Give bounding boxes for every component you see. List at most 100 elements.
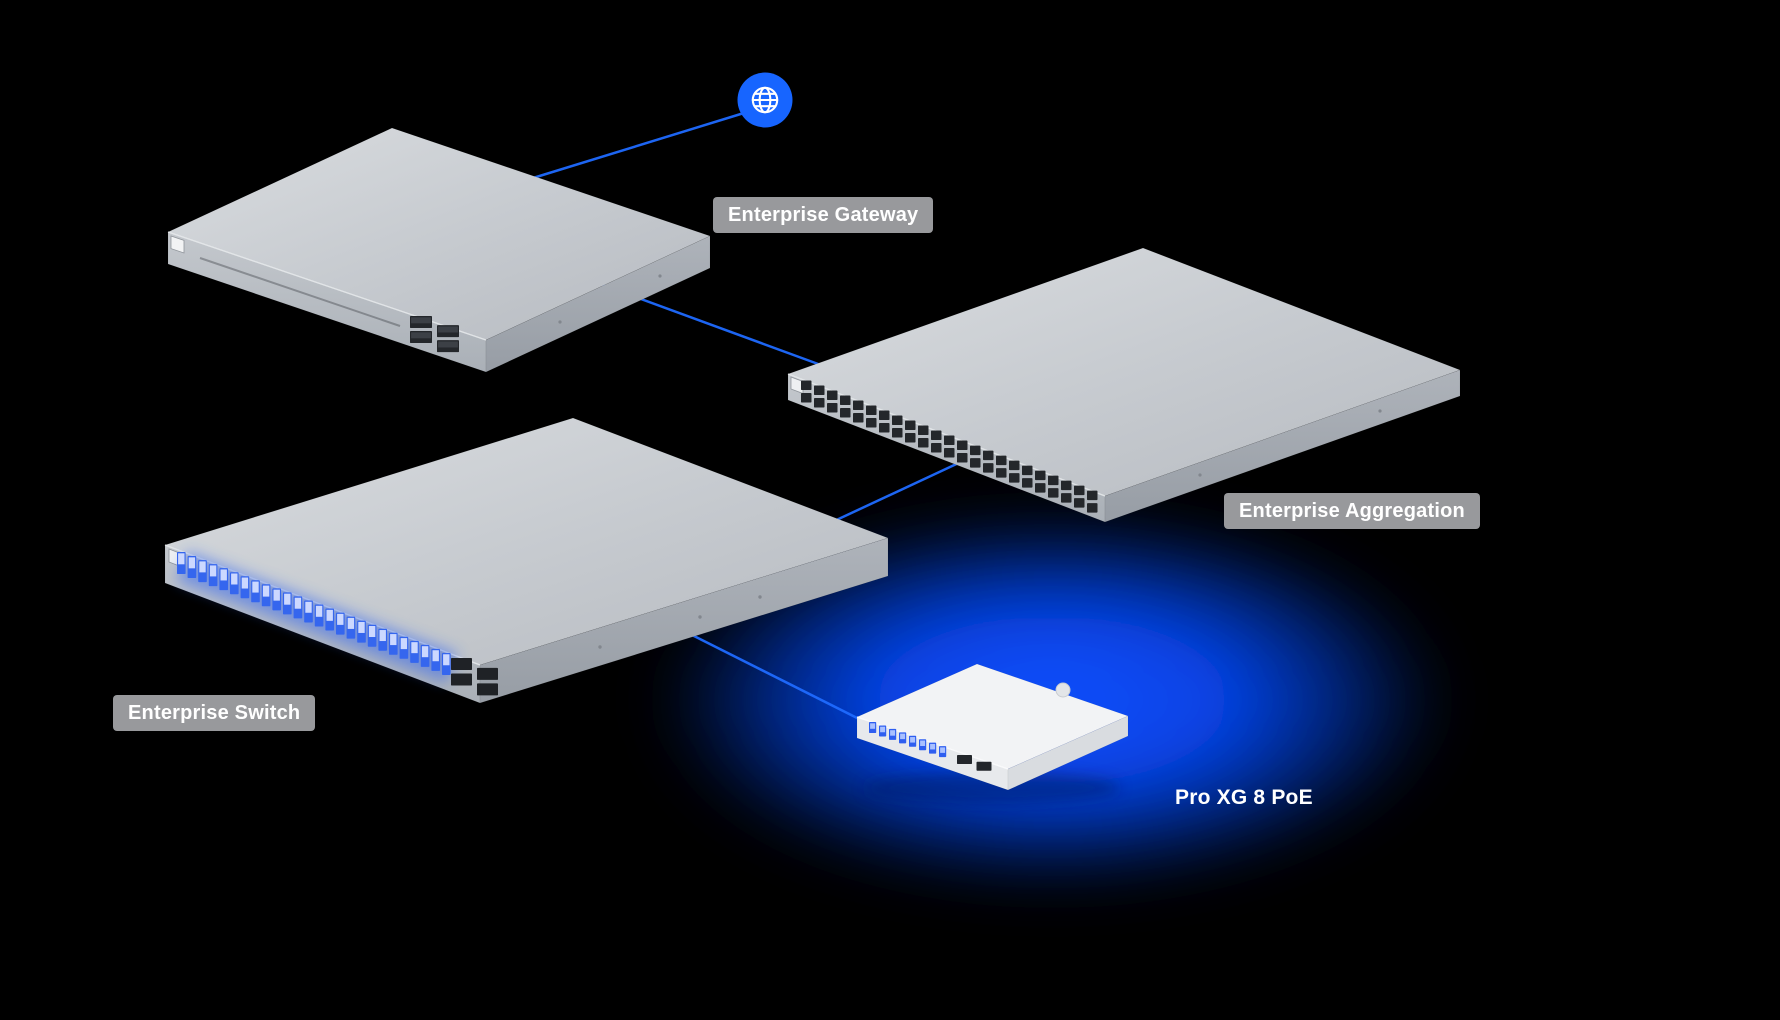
port-light — [432, 650, 439, 662]
port — [801, 380, 812, 390]
port-light — [231, 573, 238, 585]
port — [983, 463, 994, 473]
port — [1074, 498, 1085, 508]
port-light — [390, 634, 397, 646]
port-light — [411, 332, 431, 339]
port — [957, 440, 968, 451]
port — [983, 450, 994, 461]
port — [853, 413, 864, 423]
port-light — [252, 581, 259, 593]
port-light — [337, 613, 344, 625]
enterprise-switch-device — [164, 417, 889, 704]
port-light — [890, 730, 896, 736]
port-light — [241, 577, 249, 589]
poe-port-row — [869, 722, 947, 758]
port-light — [368, 625, 376, 637]
port — [814, 385, 825, 396]
port — [1048, 475, 1059, 486]
pro-xg-8-poe-device — [856, 663, 1129, 804]
port — [996, 468, 1007, 478]
port — [892, 428, 903, 438]
port — [866, 405, 877, 416]
port — [451, 658, 472, 670]
port — [931, 430, 942, 441]
port-light — [880, 726, 886, 733]
label-enterprise-gateway: Enterprise Gateway — [713, 197, 934, 233]
device-top-face — [167, 127, 711, 341]
port-light — [438, 326, 458, 333]
rj45-port-row — [177, 552, 451, 675]
port — [853, 400, 864, 411]
port — [976, 761, 992, 771]
port-light — [421, 646, 429, 658]
port — [827, 390, 838, 401]
port-light — [188, 557, 196, 569]
port — [1035, 470, 1046, 481]
port — [1061, 480, 1072, 491]
port — [957, 453, 968, 463]
port — [905, 433, 916, 443]
sfp-port-rows — [801, 380, 1098, 513]
port-light — [199, 561, 206, 573]
port-light — [273, 589, 280, 601]
port-light — [347, 617, 355, 629]
port-light — [940, 747, 946, 753]
port — [892, 415, 903, 426]
vent-slot — [199, 257, 401, 327]
device-shadow — [864, 772, 1120, 804]
status-led — [170, 235, 185, 254]
port — [931, 443, 942, 453]
port-light — [294, 597, 302, 609]
port-light — [305, 601, 312, 613]
port-light — [209, 565, 217, 577]
port — [918, 438, 929, 448]
connection-switch-proxg — [688, 632, 887, 734]
port-light — [910, 737, 916, 743]
port — [879, 423, 890, 433]
port — [840, 395, 851, 406]
brand-logo — [1055, 682, 1071, 698]
port — [1048, 488, 1059, 498]
port-light — [326, 609, 333, 621]
port — [944, 435, 955, 446]
port — [957, 755, 972, 764]
sfp-uplink-ports — [451, 658, 498, 696]
port — [451, 673, 472, 686]
port — [970, 458, 981, 468]
port — [827, 403, 838, 413]
port — [918, 425, 929, 436]
port-light — [443, 654, 450, 666]
port — [840, 408, 851, 418]
label-pro-xg-8-poe: Pro XG 8 PoE — [1175, 786, 1313, 809]
port-light — [900, 733, 906, 740]
port — [1087, 503, 1098, 513]
port-light — [411, 642, 418, 654]
label-enterprise-aggregation: Enterprise Aggregation — [1224, 493, 1480, 529]
port — [905, 420, 916, 431]
port — [996, 455, 1007, 466]
device-right-face — [1104, 369, 1461, 523]
port-light — [220, 569, 227, 581]
port-light — [411, 317, 431, 324]
port — [879, 410, 890, 421]
device-right-face — [1007, 715, 1129, 791]
port — [1061, 493, 1072, 503]
port — [1009, 460, 1020, 471]
connection-internet-gateway — [518, 111, 746, 184]
port-light — [284, 593, 291, 605]
port-light — [358, 621, 365, 633]
globe-icon — [737, 72, 793, 128]
port-light — [400, 638, 408, 650]
connection-aggregation-switch — [813, 458, 967, 532]
gateway-ports — [410, 316, 459, 353]
port — [1009, 473, 1020, 483]
port-light — [920, 740, 926, 746]
sfp-ports — [957, 755, 992, 771]
port-light — [178, 553, 185, 565]
port — [944, 448, 955, 458]
port — [1087, 490, 1098, 501]
port — [477, 667, 498, 680]
port-light — [315, 605, 323, 617]
